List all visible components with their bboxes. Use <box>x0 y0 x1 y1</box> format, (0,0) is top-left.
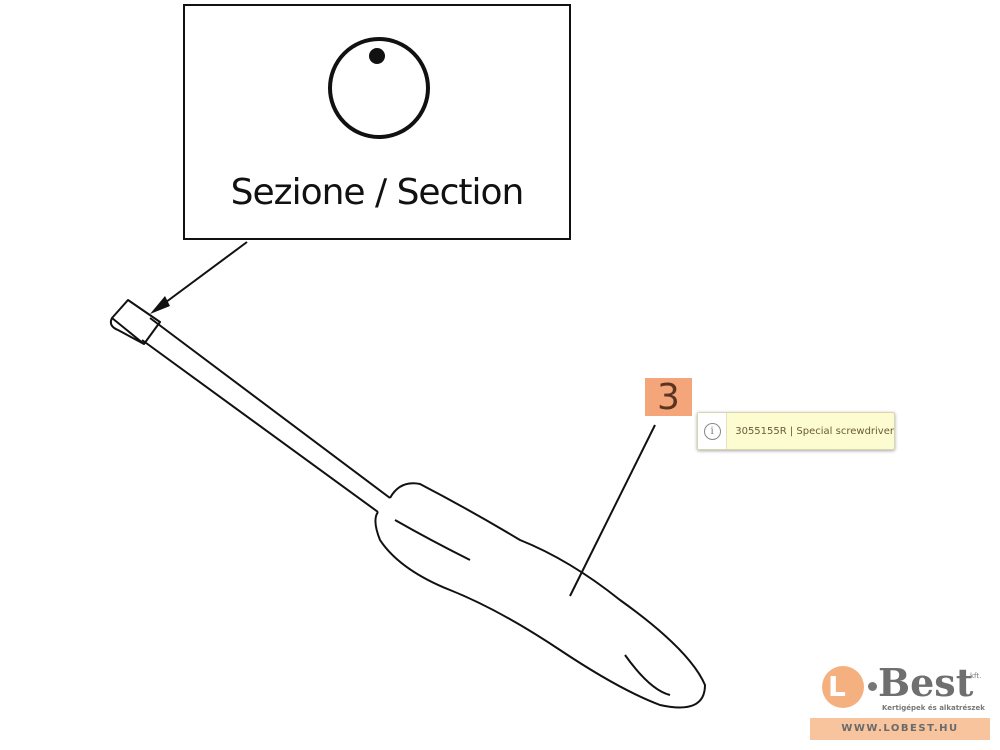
part-tooltip: i 3055155R | Special screwdriver <box>697 412 895 450</box>
info-icon: i <box>703 422 721 440</box>
section-box: Sezione / Section <box>183 4 571 240</box>
logo-name: Best <box>878 660 974 705</box>
arrow-head <box>150 296 170 314</box>
section-dot <box>369 48 385 64</box>
section-circle <box>328 37 430 139</box>
callout-leader <box>569 424 656 597</box>
logo-tagline: Kertigépek és alkatrészek <box>882 704 985 712</box>
logo-circle: L <box>822 666 864 708</box>
lobest-logo: L Best kft. Kertigépek és alkatrészek WW… <box>810 660 990 742</box>
tooltip-icon-area: i <box>698 413 728 449</box>
logo-url: WWW.LOBEST.HU <box>810 718 990 740</box>
logo-dot <box>868 682 877 691</box>
part-callout-3[interactable]: 3 <box>645 378 692 418</box>
section-title: Sezione / Section <box>230 172 525 213</box>
tooltip-text: 3055155R | Special screwdriver <box>735 425 894 437</box>
screwdriver <box>109 299 706 709</box>
logo-suffix: kft. <box>970 672 982 680</box>
arrow-line <box>157 241 248 309</box>
